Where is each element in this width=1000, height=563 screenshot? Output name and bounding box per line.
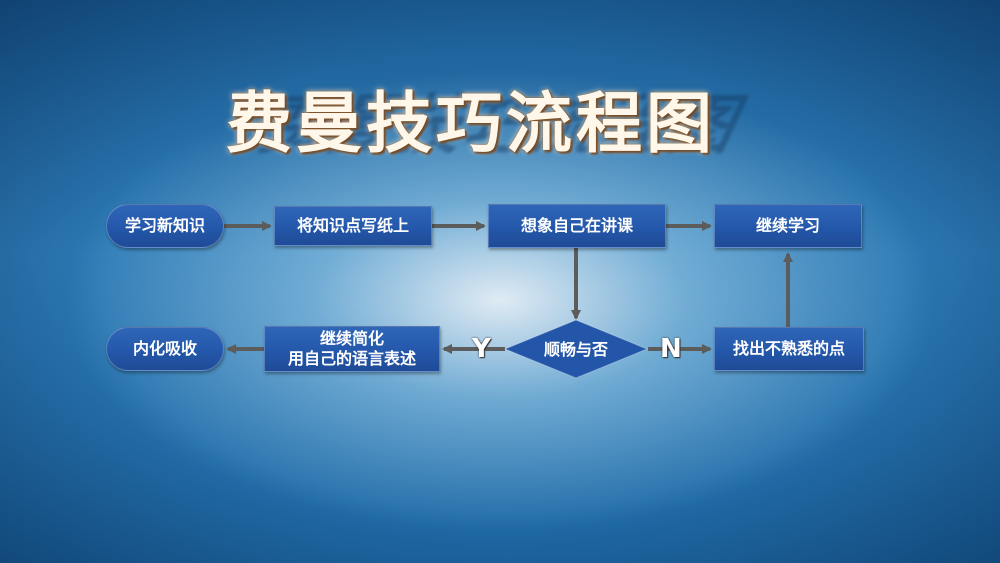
node-simplify-line1: 继续简化 xyxy=(319,329,384,348)
node-find-unfamiliar-label: 找出不熟悉的点 xyxy=(732,339,845,358)
node-simplify-line2: 用自己的语言表述 xyxy=(287,349,416,368)
label-yes: Y xyxy=(472,334,491,364)
label-no: N xyxy=(660,334,682,364)
node-learn-new: 学习新知识 xyxy=(106,204,224,248)
page-title: 费曼技巧流程图 xyxy=(226,84,716,162)
node-simplify: 继续简化 用自己的语言表述 xyxy=(264,326,440,372)
node-smooth-or-not: 顺畅与否 xyxy=(543,340,608,359)
decision-diamond xyxy=(503,319,649,379)
node-internalize: 内化吸收 xyxy=(106,327,224,371)
node-imagine-lecture: 想象自己在讲课 xyxy=(488,204,666,248)
node-find-unfamiliar: 找出不熟悉的点 xyxy=(714,327,864,371)
node-write-paper: 将知识点写纸上 xyxy=(274,206,432,246)
node-continue-learn: 继续学习 xyxy=(714,204,862,248)
